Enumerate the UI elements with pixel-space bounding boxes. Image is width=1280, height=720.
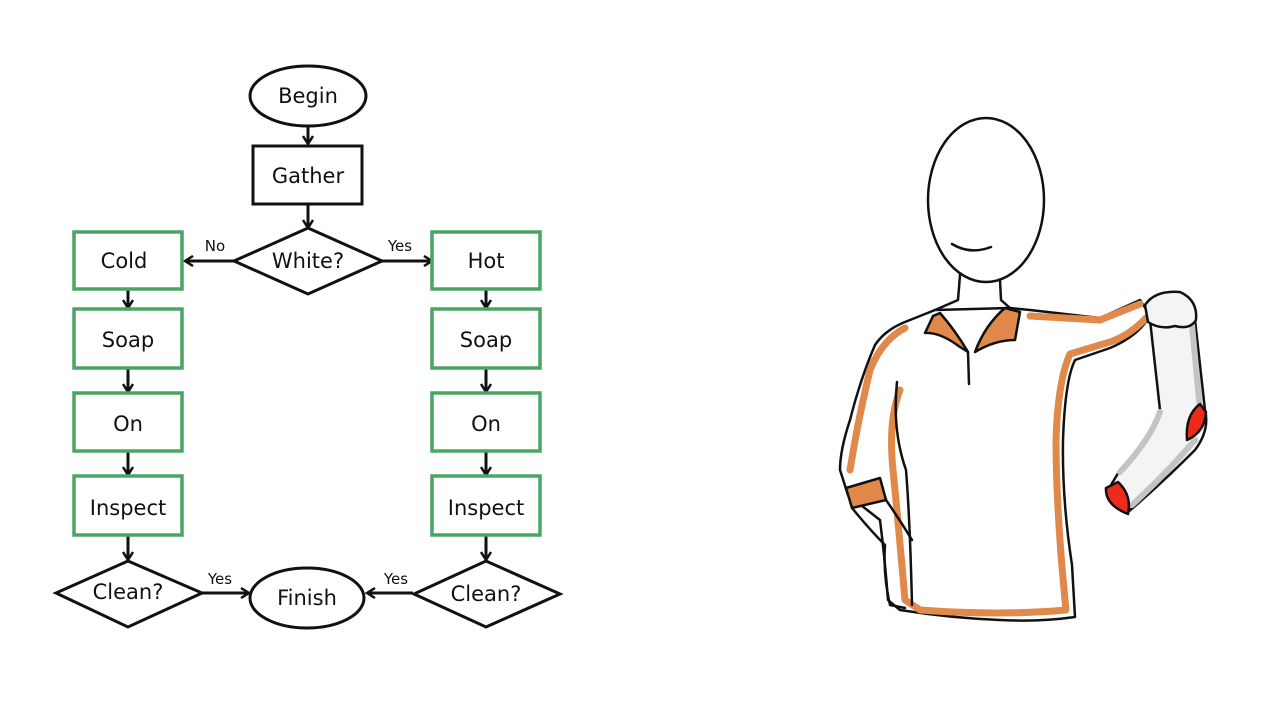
shirt-body bbox=[838, 298, 1152, 622]
node-label: Gather bbox=[272, 164, 345, 188]
node-label: Clean? bbox=[93, 580, 164, 604]
sock-shading bbox=[1117, 322, 1203, 508]
node-finish: Finish bbox=[248, 566, 366, 630]
node-label: Soap bbox=[460, 328, 512, 352]
node-clean-right-decision: Clean? bbox=[410, 559, 564, 629]
node-on-left: On bbox=[72, 391, 184, 453]
node-cold: Cold bbox=[72, 230, 184, 291]
node-label: On bbox=[471, 412, 501, 436]
arm-line bbox=[894, 380, 914, 607]
shirt-trim bbox=[846, 300, 1150, 617]
node-hot: Hot bbox=[430, 230, 542, 291]
node-soap-left: Soap bbox=[72, 307, 184, 370]
collar-right bbox=[973, 306, 1022, 354]
node-white-decision: White? bbox=[230, 226, 386, 296]
fingers bbox=[1143, 290, 1198, 329]
node-label: White? bbox=[272, 249, 344, 273]
node-soap-right: Soap bbox=[430, 307, 542, 370]
edge-label-yes: Yes bbox=[387, 237, 412, 255]
placket bbox=[966, 350, 971, 386]
node-inspect-left: Inspect bbox=[72, 474, 184, 537]
head bbox=[926, 116, 1046, 284]
node-label: Clean? bbox=[451, 582, 522, 606]
node-label: Inspect bbox=[448, 496, 524, 520]
sock-heel-tip bbox=[1185, 402, 1208, 442]
node-gather: Gather bbox=[251, 144, 364, 206]
hip-hand bbox=[850, 498, 914, 610]
node-clean-left-decision: Clean? bbox=[52, 559, 206, 629]
edge-label-no: No bbox=[205, 237, 225, 255]
collar-left bbox=[923, 311, 970, 354]
node-begin: Begin bbox=[248, 64, 368, 128]
node-label: Cold bbox=[101, 249, 148, 273]
edge-label-yes: Yes bbox=[207, 570, 232, 588]
node-label: Begin bbox=[278, 84, 338, 108]
node-on-right: On bbox=[430, 391, 542, 453]
node-label: Hot bbox=[468, 249, 505, 273]
edge-label-yes: Yes bbox=[383, 570, 408, 588]
node-label: Inspect bbox=[90, 496, 166, 520]
sock-toe-tip bbox=[1104, 480, 1131, 516]
neck bbox=[933, 273, 1012, 312]
person-illustration bbox=[838, 116, 1208, 622]
node-label: Finish bbox=[277, 586, 337, 610]
node-label: Soap bbox=[102, 328, 154, 352]
node-inspect-right: Inspect bbox=[430, 474, 542, 537]
node-label: On bbox=[113, 412, 143, 436]
smile bbox=[950, 242, 993, 252]
